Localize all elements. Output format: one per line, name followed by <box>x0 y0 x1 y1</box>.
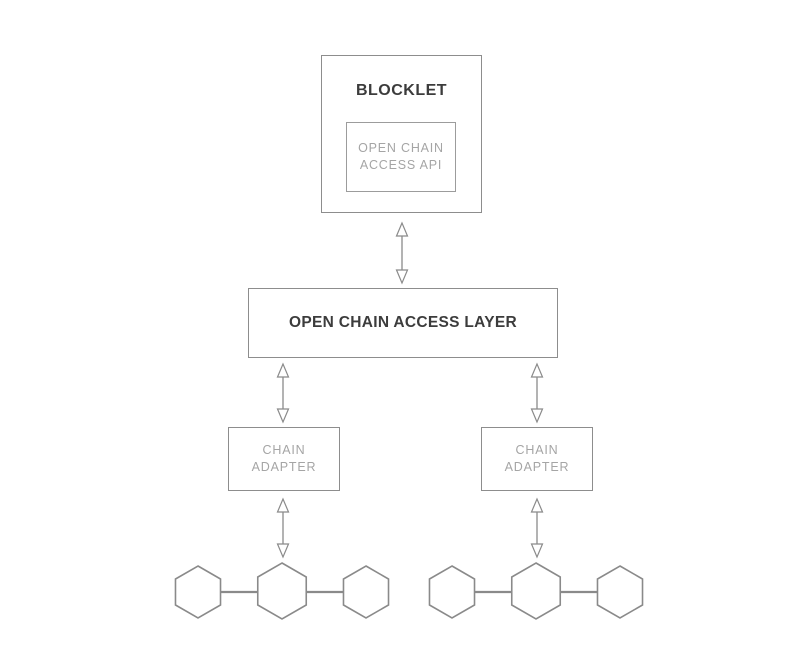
arrowhead-down <box>530 543 544 559</box>
double-arrow-adapter-left-to-chain <box>276 497 290 559</box>
arrowhead-up <box>276 362 290 378</box>
chain-adapter-box-right: CHAIN ADAPTER <box>481 427 593 491</box>
double-arrow-blocklet-to-layer <box>395 221 409 285</box>
adapter-left-label-line2: ADAPTER <box>251 460 317 474</box>
double-arrow-layer-to-adapter-left <box>276 362 290 424</box>
hexagon-node <box>596 565 644 619</box>
arrowhead-up <box>530 497 544 513</box>
double-arrow-adapter-right-to-chain <box>530 497 544 559</box>
adapter-left-label-line1: CHAIN <box>262 443 306 457</box>
hexagon-node <box>510 562 562 620</box>
hexagon-node <box>174 565 222 619</box>
access-layer-label: OPEN CHAIN ACCESS LAYER <box>289 314 517 331</box>
arrowhead-down <box>395 269 409 285</box>
hexagon-chain-right <box>428 562 644 620</box>
hexagon-chain-left <box>174 562 390 620</box>
open-chain-access-layer-box: OPEN CHAIN ACCESS LAYER <box>248 288 558 358</box>
blocklet-title: BLOCKLET <box>355 82 448 99</box>
arrowhead-down <box>276 408 290 424</box>
chain-adapter-box-left: CHAIN ADAPTER <box>228 427 340 491</box>
arrowhead-up <box>530 362 544 378</box>
arrowhead-down <box>276 543 290 559</box>
hexagon-node <box>428 565 476 619</box>
api-label-line2: ACCESS API <box>359 158 443 172</box>
adapter-right-label-line1: CHAIN <box>515 443 559 457</box>
open-chain-access-api-box: OPEN CHAIN ACCESS API <box>346 122 456 192</box>
hexagon-node <box>342 565 390 619</box>
hexagon-node <box>256 562 308 620</box>
arrowhead-up <box>395 221 409 237</box>
adapter-right-label-line2: ADAPTER <box>504 460 570 474</box>
double-arrow-layer-to-adapter-right <box>530 362 544 424</box>
arrowhead-up <box>276 497 290 513</box>
arrowhead-down <box>530 408 544 424</box>
blocklet-box: BLOCKLET OPEN CHAIN ACCESS API <box>321 55 482 213</box>
api-label-line1: OPEN CHAIN <box>358 141 444 155</box>
